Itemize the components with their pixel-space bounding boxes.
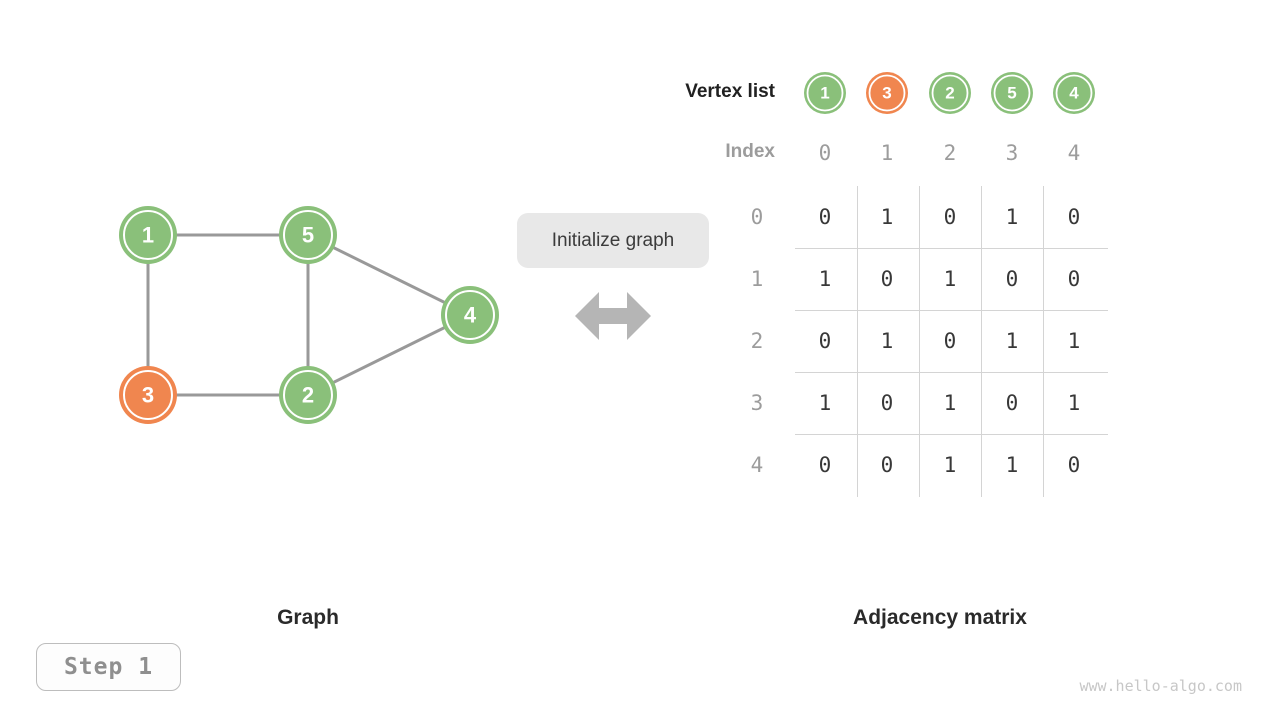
matrix-row-label-3: 3: [750, 391, 764, 415]
graph-vertex-2: 2: [279, 366, 337, 424]
chip-circle: [1053, 72, 1095, 114]
graph-vertex-3-highlighted: 3: [119, 366, 177, 424]
matrix-cell-1-0: 1: [818, 267, 832, 291]
matrix-cell-1-3: 0: [1005, 267, 1019, 291]
matrix-cell-0-1: 1: [880, 205, 894, 229]
index-3: 3: [1005, 141, 1019, 165]
vertex-chip-3-highlighted: 3: [866, 72, 908, 114]
vertex-ring: [123, 370, 173, 420]
matrix-cell-2-3: 1: [1005, 329, 1019, 353]
chip-ring: [993, 74, 1031, 112]
vertex-list-label: Vertex list: [685, 81, 775, 102]
watermark: www.hello-algo.com: [1079, 677, 1242, 695]
grid-hline: [795, 310, 1108, 311]
vertex-chip-1: 1: [804, 72, 846, 114]
matrix-cell-4-0: 0: [818, 453, 832, 477]
double-arrow-shape: [575, 292, 651, 340]
graph-vertex-4: 4: [441, 286, 499, 344]
chip-label: 2: [945, 84, 954, 103]
chip-ring: [868, 74, 906, 112]
matrix-cell-4-4: 0: [1067, 453, 1081, 477]
chip-ring: [806, 74, 844, 112]
vertex-chip-4: 4: [1053, 72, 1095, 114]
edge-5-4: [307, 233, 471, 317]
double-arrow-icon: [575, 292, 651, 340]
chip-circle: [929, 72, 971, 114]
vertex-chip-5: 5: [991, 72, 1033, 114]
matrix-cell-4-3: 1: [1005, 453, 1019, 477]
vertex-ring: [445, 290, 495, 340]
matrix-cell-2-4: 1: [1067, 329, 1081, 353]
index-2: 2: [943, 141, 957, 165]
vertex-ring: [283, 210, 333, 260]
vertex-ring: [283, 370, 333, 420]
matrix-row-label-4: 4: [750, 453, 764, 477]
chip-label: 3: [882, 84, 891, 103]
chip-label: 1: [820, 84, 829, 103]
matrix-cell-3-2: 1: [943, 391, 957, 415]
matrix-cell-0-4: 0: [1067, 205, 1081, 229]
index-4: 4: [1067, 141, 1081, 165]
vertex-circle: [441, 286, 499, 344]
matrix-cell-2-1: 1: [880, 329, 894, 353]
chip-ring: [931, 74, 969, 112]
operation-label: Initialize graph: [517, 213, 709, 268]
matrix-row-label-2: 2: [750, 329, 764, 353]
matrix-cell-1-1: 0: [880, 267, 894, 291]
step-button[interactable]: Step 1: [36, 643, 181, 691]
matrix-cell-3-3: 0: [1005, 391, 1019, 415]
matrix-cell-0-3: 1: [1005, 205, 1019, 229]
graph-vertex-5: 5: [279, 206, 337, 264]
vertex-chip-2: 2: [929, 72, 971, 114]
matrix-caption: Adjacency matrix: [853, 606, 1027, 629]
vertex-circle: [279, 366, 337, 424]
chip-label: 4: [1069, 84, 1079, 103]
vertex-label: 1: [142, 223, 154, 248]
matrix-cell-2-2: 0: [943, 329, 957, 353]
grid-vline: [919, 186, 920, 497]
matrix-cell-0-0: 0: [818, 205, 832, 229]
vertex-circle: [279, 206, 337, 264]
vertex-label: 5: [302, 223, 314, 248]
chip-circle: [866, 72, 908, 114]
grid-hline: [795, 248, 1108, 249]
chip-circle: [804, 72, 846, 114]
grid-vline: [1043, 186, 1044, 497]
vertex-label: 2: [302, 383, 314, 408]
matrix-cell-1-2: 1: [943, 267, 957, 291]
index-label: Index: [725, 141, 775, 162]
grid-hline: [795, 434, 1108, 435]
graph-vertex-1: 1: [119, 206, 177, 264]
grid-hline: [795, 372, 1108, 373]
matrix-row-label-1: 1: [750, 267, 764, 291]
vertex-circle: [119, 366, 177, 424]
vertex-label: 4: [464, 303, 477, 328]
vertex-label: 3: [142, 383, 154, 408]
matrix-cell-4-1: 0: [880, 453, 894, 477]
chip-ring: [1055, 74, 1093, 112]
matrix-cell-0-2: 0: [943, 205, 957, 229]
grid-vline: [857, 186, 858, 497]
matrix-row-label-0: 0: [750, 205, 764, 229]
index-0: 0: [818, 141, 832, 165]
edge-2-4: [307, 313, 471, 397]
vertex-circle: [119, 206, 177, 264]
matrix-cell-3-4: 1: [1067, 391, 1081, 415]
matrix-cell-1-4: 0: [1067, 267, 1081, 291]
matrix-cell-3-0: 1: [818, 391, 832, 415]
matrix-cell-3-1: 0: [880, 391, 894, 415]
chip-label: 5: [1007, 84, 1016, 103]
grid-vline: [981, 186, 982, 497]
graph-diagram: 1 5 4 3 2: [119, 206, 499, 424]
matrix-cell-2-0: 0: [818, 329, 832, 353]
chip-circle: [991, 72, 1033, 114]
vertex-ring: [123, 210, 173, 260]
graph-caption: Graph: [277, 606, 339, 629]
index-1: 1: [880, 141, 894, 165]
matrix-cell-4-2: 1: [943, 453, 957, 477]
